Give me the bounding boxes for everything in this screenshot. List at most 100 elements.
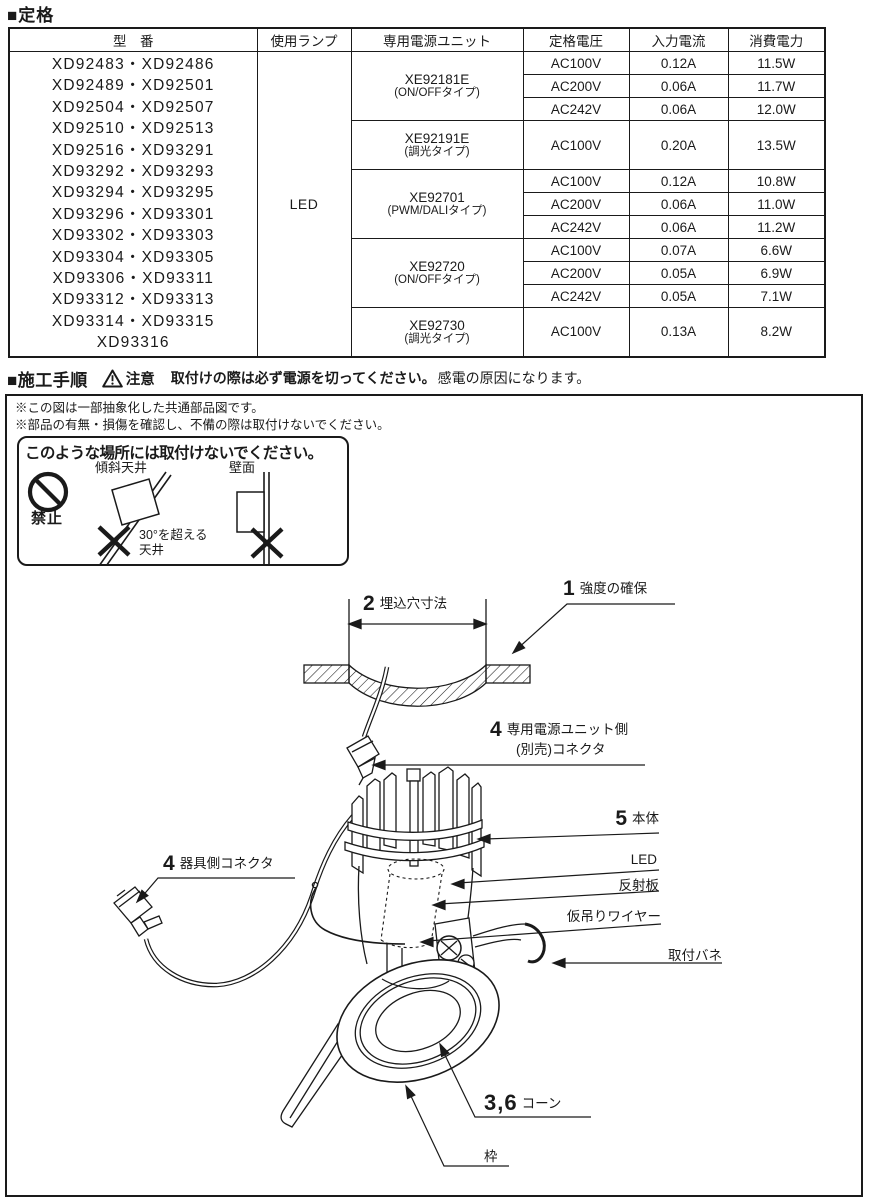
installation-header: ■施工手順 注意 取付けの際は必ず電源を切ってください。 感電の原因になります。 (7, 366, 590, 390)
voltage-cell: AC100V (522, 51, 630, 75)
current-cell: 0.07A (628, 238, 729, 262)
table-row: XD92483・XD92486 XD92489・XD92501 XD92504・… (8, 51, 826, 357)
callout-number: 3,6 (484, 1090, 518, 1115)
temporary-wire (309, 881, 406, 945)
table-row: AC242V 0.05A 7.1W (9, 284, 826, 308)
fixture-wire (143, 814, 355, 988)
power-cell: 10.8W (727, 169, 826, 193)
power-cell: 12.0W (727, 97, 826, 121)
col-header-lamp: 使用ランプ (256, 27, 352, 52)
power-cell: 13.5W (727, 120, 826, 170)
callout-number: 1 (563, 577, 576, 600)
callout-temp-wire: 仮吊りワイヤー (566, 909, 661, 924)
table-row: XE92730 (調光タイプ) AC100V 0.13A 8.2W (9, 307, 826, 357)
col-header-unit: 専用電源ユニット (350, 27, 524, 52)
current-cell: 0.06A (628, 215, 729, 239)
callout-number: 5 (615, 807, 628, 830)
cone-inner-arc (381, 978, 450, 990)
unit-cell: XE92701 (PWM/DALIタイプ) (350, 169, 524, 239)
voltage-cell: AC200V (522, 74, 630, 98)
diagram-note-2: ※部品の有無・損傷を確認し、不備の際は取付けないでください。 (15, 418, 390, 432)
sloped-ceiling-figure (97, 471, 172, 564)
power-cell: 8.2W (727, 307, 826, 357)
sloped-ceiling-note: 30°を超える 天井 (139, 528, 208, 557)
power-cell: 11.0W (727, 192, 826, 216)
current-cell: 0.12A (628, 169, 729, 193)
unit-type: (調光タイプ) (404, 146, 470, 158)
prohibition-graphics (27, 471, 284, 564)
callout-leaders (135, 603, 722, 1167)
voltage-cell: AC100V (522, 120, 630, 170)
voltage-cell: AC200V (522, 261, 630, 285)
callout-number: 2 (363, 592, 376, 615)
callout-frame: 枠 (484, 1149, 498, 1164)
unit-name: XE92730 (409, 317, 465, 333)
fixture-heatsink (344, 766, 485, 878)
unit-cell: XE92191E (調光タイプ) (350, 120, 524, 170)
voltage-cell: AC242V (522, 284, 630, 308)
col-header-voltage: 定格電圧 (522, 27, 630, 52)
caution-triangle-icon (101, 369, 123, 387)
unit-type: (ON/OFFタイプ) (394, 87, 480, 99)
callout-reflector: 反射板 (618, 878, 660, 893)
fixture-line-art (113, 599, 722, 1167)
ratings-section-title: ■定格 (7, 6, 55, 25)
voltage-cell: AC242V (522, 97, 630, 121)
current-cell: 0.05A (628, 284, 729, 308)
trim-ring (336, 959, 500, 1083)
caution-sentence-rest: 感電の原因になります。 (437, 370, 591, 386)
col-header-current: 入力電流 (628, 27, 729, 52)
model-numbers-cell: XD92483・XD92486 XD92489・XD92501 XD92504・… (8, 51, 258, 357)
voltage-cell: AC200V (522, 192, 630, 216)
fixture-side-connector (113, 886, 163, 937)
table-row: AC200V 0.06A 11.7W (9, 74, 826, 98)
col-header-model: 型 番 (8, 27, 258, 52)
power-cell: 11.2W (727, 215, 826, 239)
installation-section-title: ■施工手順 (7, 370, 88, 390)
current-cell: 0.06A (628, 74, 729, 98)
current-cell: 0.06A (628, 192, 729, 216)
voltage-cell: AC100V (522, 169, 630, 193)
diagram-note-1: ※この図は一部抽象化した共通部品図です。 (15, 401, 264, 415)
power-unit-wire (361, 666, 390, 738)
prohibition-title: このような場所には取付けないでください。 (25, 445, 323, 462)
table-row: AC200V 0.05A 6.9W (9, 261, 826, 285)
current-cell: 0.12A (628, 51, 729, 75)
voltage-cell: AC100V (522, 307, 630, 357)
unit-name: XE92181E (404, 72, 470, 87)
sloped-ceiling-label: 傾斜天井 (95, 460, 148, 475)
unit-type: (ON/OFFタイプ) (394, 274, 480, 286)
ratings-header-row: 型 番 使用ランプ 専用電源ユニット 定格電圧 入力電流 消費電力 (8, 27, 826, 52)
wall-figure (236, 472, 284, 564)
current-cell: 0.20A (628, 120, 729, 170)
current-cell: 0.13A (628, 307, 729, 357)
current-cell: 0.05A (628, 261, 729, 285)
unit-name: XE92720 (409, 259, 465, 274)
table-row: AC242V 0.06A 12.0W (9, 97, 826, 121)
unit-cell: XE92720 (ON/OFFタイプ) (350, 238, 524, 308)
lamp-cell: LED (256, 51, 352, 357)
table-row: AC242V 0.06A 11.2W (9, 215, 826, 239)
voltage-cell: AC242V (522, 215, 630, 239)
ceiling-section (303, 599, 531, 707)
table-row: XE92701 (PWM/DALIタイプ) AC100V 0.12A 10.8W (9, 169, 826, 239)
caution-sentence-bold: 取付けの際は必ず電源を切ってください。 (170, 370, 436, 386)
power-cell: 6.6W (727, 238, 826, 262)
current-cell: 0.06A (628, 97, 729, 121)
unit-type: (PWM/DALIタイプ) (387, 205, 487, 217)
unit-name: XE92701 (409, 190, 465, 205)
power-cell: 7.1W (727, 284, 826, 308)
callout-number: 4 (490, 718, 503, 741)
power-cell: 11.7W (727, 74, 826, 98)
ratings-table: 型 番 使用ランプ 専用電源ユニット 定格電圧 入力電流 消費電力 XD9248… (8, 27, 826, 358)
mounting-spring-right (472, 922, 546, 964)
voltage-cell: AC100V (522, 238, 630, 262)
callout-number: 4 (163, 852, 176, 875)
power-cell: 6.9W (727, 261, 826, 285)
